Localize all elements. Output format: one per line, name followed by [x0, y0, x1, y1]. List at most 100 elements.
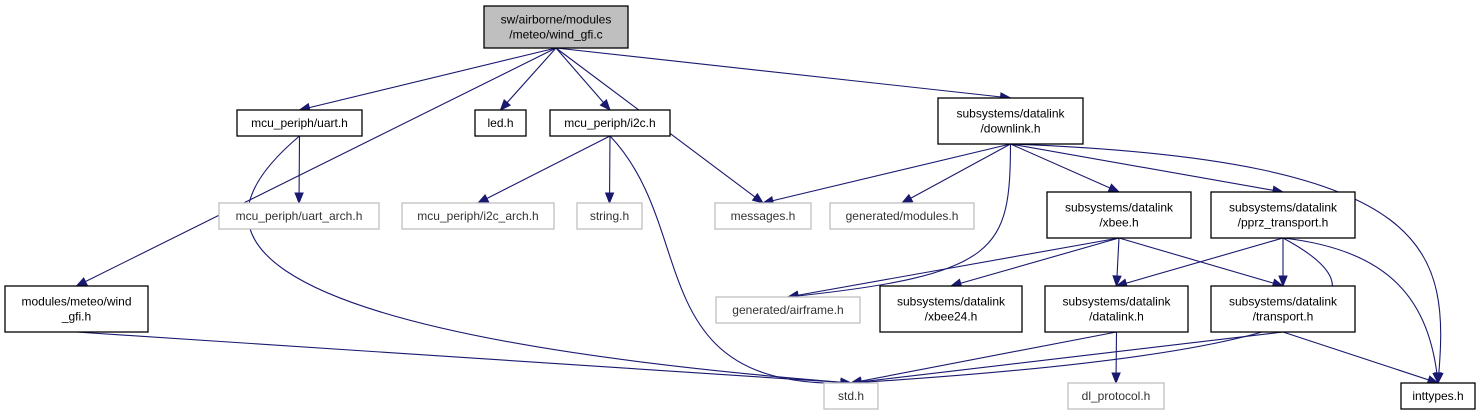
node-inttypes-h[interactable]: inttypes.h — [1400, 382, 1476, 410]
node-box[interactable] — [937, 97, 1084, 145]
edge-i2c-h-to-string-h — [604, 135, 615, 205]
edge-line — [850, 331, 1117, 384]
node-label: generated/airframe.h — [732, 303, 843, 317]
node-downlink-h[interactable]: subsystems/datalink/downlink.h — [937, 97, 1084, 145]
node-wind-gfi-c[interactable]: sw/airborne/modules/meteo/wind_gfi.c — [483, 5, 629, 49]
node-label: led.h — [487, 116, 513, 130]
node-box[interactable] — [829, 202, 975, 230]
edge-transport-h-to-inttypes-h — [1282, 331, 1440, 385]
node-datalink-h[interactable]: subsystems/datalink/datalink.h — [1044, 285, 1189, 333]
node-uart-h[interactable]: mcu_periph/uart.h — [236, 109, 363, 137]
node-label: sw/airborne/modules — [501, 13, 612, 27]
node-std-h[interactable]: std.h — [823, 382, 879, 410]
node-string-h[interactable]: string.h — [576, 202, 643, 230]
edge-line — [555, 47, 1011, 99]
node-label: subsystems/datalink — [1065, 201, 1174, 215]
node-label: messages.h — [731, 209, 796, 223]
node-box[interactable] — [1046, 191, 1192, 239]
node-xbee-h[interactable]: subsystems/datalink/xbee.h — [1046, 191, 1192, 239]
node-label: generated/modules.h — [846, 209, 959, 223]
node-generated-modules-h[interactable]: generated/modules.h — [829, 202, 975, 230]
edge-pprz-transport-h-to-transport-h — [1278, 238, 1288, 288]
node-label: mcu_periph/i2c.h — [564, 116, 655, 130]
node-box[interactable] — [714, 202, 812, 230]
edge-arrowhead — [604, 192, 615, 205]
edge-line — [609, 135, 852, 384]
edge-downlink-h-to-messages-h — [761, 143, 1011, 206]
edge-arrowhead — [1107, 183, 1121, 193]
edge-uart-h-to-std-h — [247, 135, 853, 387]
node-box[interactable] — [576, 202, 643, 230]
edge-datalink-h-to-std-h — [849, 331, 1117, 386]
node-label: subsystems/datalink — [1229, 295, 1338, 309]
node-messages-h[interactable]: messages.h — [714, 202, 812, 230]
edge-arrowhead — [499, 99, 512, 112]
node-box[interactable] — [715, 296, 861, 324]
edge-downlink-h-to-generated-modules-h — [900, 143, 1011, 204]
node-label: subsystems/datalink — [956, 107, 1065, 121]
node-box[interactable] — [4, 285, 149, 333]
node-label: /xbee24.h — [925, 310, 978, 324]
edge-line — [1116, 237, 1284, 287]
node-box[interactable] — [401, 202, 555, 230]
node-box[interactable] — [1400, 382, 1476, 410]
edge-wind-gfi-c-to-i2c-h — [555, 47, 611, 112]
edge-i2c-h-to-std-h — [609, 135, 853, 389]
nodes-layer: sw/airborne/modules/meteo/wind_gfi.c mcu_… — [4, 5, 1476, 410]
node-label: subsystems/datalink — [1229, 201, 1338, 215]
node-label: /meteo/wind_gfi.c — [509, 28, 602, 42]
edge-uart-h-to-uart-arch-h — [294, 135, 304, 205]
edge-i2c-h-to-i2c-arch-h — [476, 135, 611, 204]
edge-arrowhead — [1278, 275, 1288, 288]
edge-xbee-h-to-datalink-h — [1112, 237, 1122, 288]
edge-pprz-transport-h-to-datalink-h — [1115, 237, 1284, 288]
edge-line — [477, 135, 611, 204]
node-label: dl_protocol.h — [1082, 389, 1151, 403]
edge-line — [762, 143, 1011, 204]
edge-arrowhead — [599, 98, 611, 112]
node-i2c-arch-h[interactable]: mcu_periph/i2c_arch.h — [401, 202, 555, 230]
node-box[interactable] — [549, 109, 671, 137]
node-label: mcu_periph/uart_arch.h — [236, 209, 363, 223]
node-label: subsystems/datalink — [897, 295, 1006, 309]
node-uart-arch-h[interactable]: mcu_periph/uart_arch.h — [218, 202, 380, 230]
edge-line — [787, 143, 1012, 298]
edge-wind-gfi-c-to-uart-h — [298, 47, 557, 113]
node-label: /pprz_transport.h — [1238, 216, 1329, 230]
edge-line — [901, 143, 1011, 204]
edge-line — [555, 47, 611, 111]
node-pprz-transport-h[interactable]: subsystems/datalink/pprz_transport.h — [1210, 191, 1356, 239]
node-i2c-h[interactable]: mcu_periph/i2c.h — [549, 109, 671, 137]
node-box[interactable] — [483, 5, 629, 49]
node-box[interactable] — [879, 285, 1023, 333]
node-label: mcu_periph/uart.h — [251, 116, 348, 130]
node-box[interactable] — [1044, 285, 1189, 333]
node-label: /xbee.h — [1099, 216, 1138, 230]
edge-line — [76, 331, 852, 384]
node-dl-protocol-h[interactable]: dl_protocol.h — [1067, 382, 1165, 410]
node-box[interactable] — [474, 109, 527, 137]
node-label: /downlink.h — [980, 122, 1040, 136]
node-wind-gfi-h[interactable]: modules/meteo/wind_gfi.h — [4, 285, 149, 333]
node-box[interactable] — [1210, 191, 1356, 239]
edge-line — [247, 135, 852, 384]
node-box[interactable] — [1210, 285, 1356, 333]
edge-line — [608, 135, 611, 204]
node-xbee24-h[interactable]: subsystems/datalink/xbee24.h — [879, 285, 1023, 333]
node-box[interactable] — [823, 382, 879, 410]
edge-line — [1282, 331, 1439, 384]
node-label: _gfi.h — [61, 310, 91, 324]
edge-arrowhead — [476, 194, 490, 204]
edge-wind-gfi-c-to-wind-gfi-h — [75, 47, 557, 287]
edge-datalink-h-to-dl-protocol-h — [1111, 331, 1121, 385]
node-box[interactable] — [236, 109, 363, 137]
node-transport-h[interactable]: subsystems/datalink/transport.h — [1210, 285, 1356, 333]
node-box[interactable] — [1067, 382, 1165, 410]
node-box[interactable] — [218, 202, 380, 230]
node-generated-airframe-h[interactable]: generated/airframe.h — [715, 296, 861, 324]
node-led-h[interactable]: led.h — [474, 109, 527, 137]
edge-wind-gfi-c-to-downlink-h — [555, 47, 1012, 102]
edge-arrowhead — [900, 193, 914, 204]
edge-line — [76, 47, 557, 287]
